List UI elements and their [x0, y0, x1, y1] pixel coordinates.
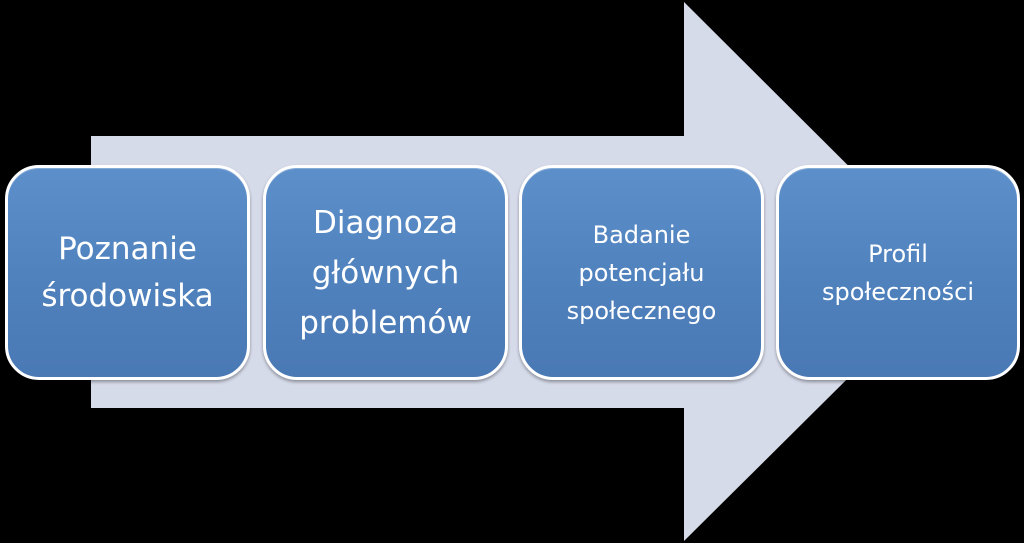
step-box-3: Badanie potencjału społecznego	[519, 165, 764, 380]
step-label-2: Diagnoza głównych problemów	[299, 204, 472, 341]
step-label-3: Badanie potencjału społecznego	[566, 220, 717, 325]
step-box-4: Profil społeczności	[776, 165, 1020, 380]
step-label-1: Poznanie środowiska	[41, 230, 214, 314]
step-box-1: Poznanie środowiska	[5, 165, 250, 380]
step-box-2: Diagnoza głównych problemów	[263, 165, 508, 380]
step-label-4: Profil społeczności	[821, 239, 975, 306]
